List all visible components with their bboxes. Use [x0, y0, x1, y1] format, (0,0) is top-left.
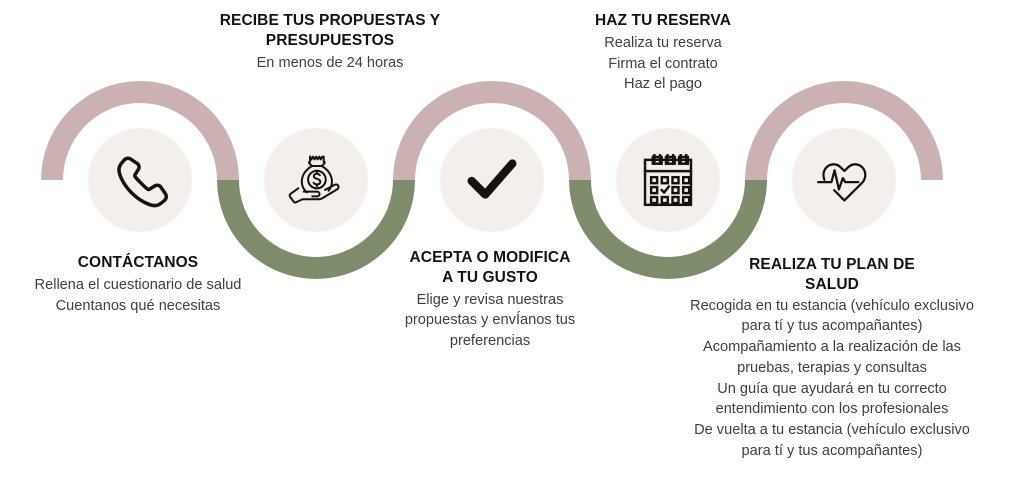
step-5-icon-circle [792, 128, 896, 232]
heart-pulse-icon [812, 150, 876, 210]
step-3-title: ACEPTA O MODIFICA A TU GUSTO [409, 249, 571, 286]
step-2-text: RECIBE TUS PROPUESTAS Y PRESUPUESTOS En … [156, 11, 504, 73]
step-1-text: CONTÁCTANOS Rellena el cuestionario de s… [0, 253, 276, 316]
phone-icon [109, 149, 171, 211]
step-3-body: Elige y revisa nuestras propuestas y env… [404, 291, 576, 350]
step-5-title: REALIZA TU PLAN DE SALUD [749, 256, 915, 293]
step-1-icon-circle [88, 128, 192, 232]
step-5-body: Recogida en tu estancia (vehículo exclus… [690, 297, 974, 459]
wave-arc-2-green [217, 179, 415, 279]
step-4-body: Realiza tu reserva Firma el contrato Haz… [604, 34, 722, 93]
calendar-icon [638, 150, 698, 210]
step-1-title: CONTÁCTANOS [77, 254, 199, 271]
step-2-icon-circle [264, 128, 368, 232]
step-5-text: REALIZA TU PLAN DE SALUD Recogida en tu … [640, 255, 1024, 461]
step-3-text: ACEPTA O MODIFICA A TU GUSTO Elige y rev… [350, 248, 630, 352]
step-4-text: HAZ TU RESERVA Realiza tu reserva Firma … [548, 11, 778, 95]
check-mark-icon [461, 149, 523, 211]
step-4-icon-circle [616, 128, 720, 232]
money-bag-hand-icon [283, 149, 349, 211]
step-2-title: RECIBE TUS PROPUESTAS Y PRESUPUESTOS [219, 12, 441, 49]
wave-arc-1-pink [41, 81, 239, 181]
step-3-icon-circle [440, 128, 544, 232]
wave-arc-5-pink [745, 81, 943, 181]
wave-arc-3-pink [393, 81, 591, 181]
wave-arc-4-green [569, 179, 767, 279]
step-1-body: Rellena el cuestionario de salud Cuentan… [34, 276, 242, 314]
step-2-body: En menos de 24 horas [256, 54, 404, 71]
step-4-title: HAZ TU RESERVA [594, 12, 732, 29]
